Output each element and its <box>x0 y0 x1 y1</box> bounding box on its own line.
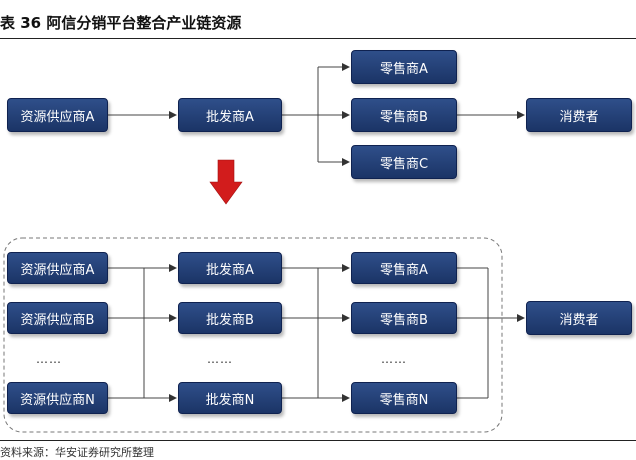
top-rule <box>0 38 636 39</box>
suppliers-ellipsis: …… <box>36 352 62 366</box>
top-wholesaler-box: 批发商A <box>178 98 282 132</box>
bottom-supplier-n-label: 资源供应商N <box>20 392 95 408</box>
top-wholesaler-label: 批发商A <box>206 109 254 125</box>
top-consumer-box: 消费者 <box>526 98 632 132</box>
bottom-consumer-box: 消费者 <box>526 301 632 335</box>
bottom-supplier-a-box: 资源供应商A <box>7 252 108 284</box>
bottom-wholesaler-n-label: 批发商N <box>205 392 255 408</box>
figure-title: 表 36 阿信分销平台整合产业链资源 <box>0 14 242 32</box>
top-consumer-label: 消费者 <box>559 109 599 125</box>
bottom-wholesaler-n-box: 批发商N <box>178 382 282 414</box>
bottom-wholesaler-a-label: 批发商A <box>206 262 254 278</box>
bottom-wholesaler-b-label: 批发商B <box>206 312 254 328</box>
bottom-wholesaler-a-box: 批发商A <box>178 252 282 284</box>
bottom-retailer-a-box: 零售商A <box>351 252 457 284</box>
bottom-retailer-b-box: 零售商B <box>351 302 457 334</box>
bottom-rule <box>0 440 636 441</box>
bottom-consumer-label: 消费者 <box>559 312 599 328</box>
bottom-retailer-n-label: 零售商N <box>379 392 429 408</box>
down-arrow <box>209 159 243 205</box>
bottom-supplier-b-box: 资源供应商B <box>7 302 108 334</box>
bottom-retailer-n-box: 零售商N <box>351 382 457 414</box>
bottom-supplier-a-label: 资源供应商A <box>20 262 95 278</box>
retailers-ellipsis: …… <box>381 352 407 366</box>
top-retailer-c-label: 零售商C <box>379 156 429 172</box>
top-retailer-a-box: 零售商A <box>351 50 457 84</box>
top-supplier-label: 资源供应商A <box>20 109 95 125</box>
bottom-retailer-b-label: 零售商B <box>380 312 428 328</box>
top-retailer-c-box: 零售商C <box>351 145 457 179</box>
bottom-wholesaler-b-box: 批发商B <box>178 302 282 334</box>
bottom-supplier-n-box: 资源供应商N <box>7 382 108 414</box>
bottom-supplier-b-label: 资源供应商B <box>20 312 95 328</box>
top-retailer-b-box: 零售商B <box>351 98 457 132</box>
source-note: 资料来源：华安证券研究所整理 <box>0 446 154 459</box>
wholesalers-ellipsis: …… <box>207 352 233 366</box>
top-retailer-a-label: 零售商A <box>380 61 428 77</box>
top-retailer-b-label: 零售商B <box>380 109 428 125</box>
platform-enclosure <box>3 237 503 433</box>
bottom-retailer-a-label: 零售商A <box>380 262 428 278</box>
top-supplier-box: 资源供应商A <box>7 98 108 132</box>
